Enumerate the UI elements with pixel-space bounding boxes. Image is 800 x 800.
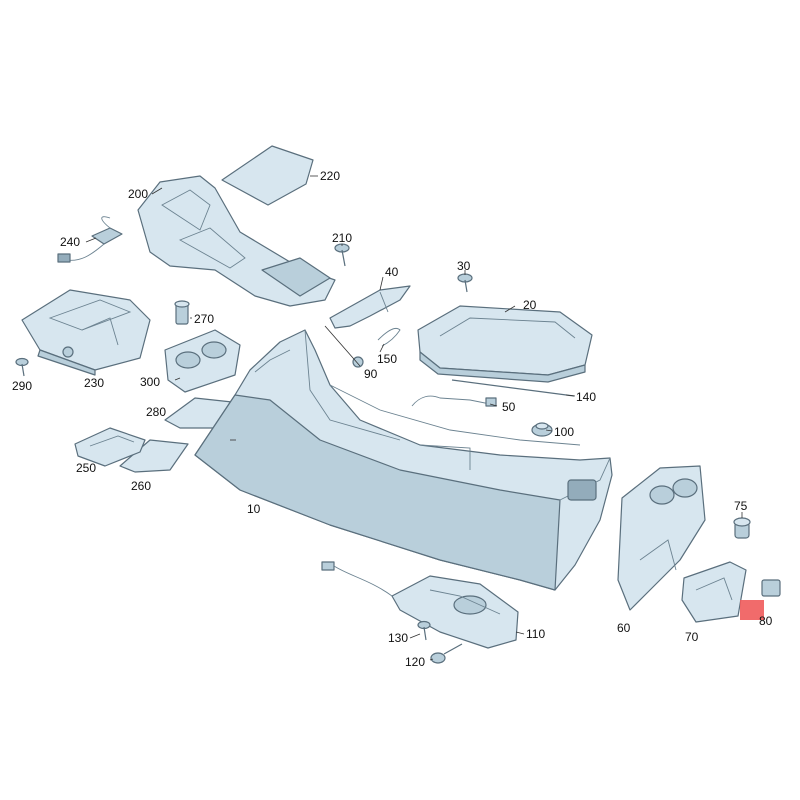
- label-270: 270: [194, 312, 214, 326]
- label-240: 240: [60, 235, 80, 249]
- label-75: 75: [734, 499, 748, 513]
- label-80: 80: [759, 614, 773, 628]
- part-240-cable: [57, 216, 123, 263]
- part-20-armrest-lid: [417, 305, 593, 383]
- label-150: 150: [377, 352, 397, 366]
- label-140: 140: [576, 390, 596, 404]
- label-280: 280: [146, 405, 166, 419]
- label-230: 230: [84, 376, 104, 390]
- leader-lines: [85, 175, 743, 661]
- label-40: 40: [385, 265, 399, 279]
- highlight-marker: [740, 600, 764, 620]
- part-200-trim-bezel: [137, 175, 336, 307]
- part-30-screw: [457, 273, 473, 293]
- label-200: 200: [128, 187, 148, 201]
- part-130-screw: [417, 620, 431, 641]
- part-260-mat: [119, 439, 189, 473]
- part-270-plug: [174, 300, 190, 325]
- label-30: 30: [457, 259, 471, 273]
- label-260: 260: [131, 479, 151, 493]
- part-120-pin: [430, 643, 463, 664]
- label-10: 10: [247, 502, 261, 516]
- label-90: 90: [364, 367, 378, 381]
- part-230-module-box: [21, 289, 151, 376]
- label-100: 100: [554, 425, 574, 439]
- part-110-cable: [321, 561, 393, 597]
- label-110: 110: [526, 627, 545, 641]
- label-20: 20: [523, 298, 537, 312]
- part-70-storage-tray: [681, 561, 747, 623]
- label-130: 130: [388, 631, 408, 645]
- part-50-cable: [411, 395, 497, 407]
- label-60: 60: [617, 621, 631, 635]
- part-75-plug: [733, 517, 751, 539]
- part-300-cupholder-insert: [164, 329, 241, 393]
- part-10-console-body: [194, 329, 613, 591]
- label-210: 210: [332, 231, 352, 245]
- label-220: 220: [320, 169, 340, 183]
- label-300: 300: [140, 375, 160, 389]
- part-150-clip: [377, 328, 401, 347]
- part-labels: 220 200 240 210 40 30 20 270 150 90 290 …: [12, 169, 773, 669]
- label-250: 250: [76, 461, 96, 475]
- part-80-socket: [740, 579, 781, 620]
- label-120: 120: [405, 655, 425, 669]
- part-210-screw: [334, 243, 350, 267]
- part-220-lid-pad: [221, 145, 314, 206]
- label-290: 290: [12, 379, 32, 393]
- part-60-rear-panel: [617, 465, 706, 611]
- part-40-bracket: [329, 285, 411, 329]
- part-140-rod: [451, 379, 575, 397]
- part-250-module: [74, 427, 146, 467]
- part-290-screw: [15, 357, 29, 377]
- label-70: 70: [685, 630, 699, 644]
- label-50: 50: [502, 400, 516, 414]
- part-90-bolt: [352, 356, 364, 368]
- part-110-cupholder: [391, 575, 519, 649]
- part-100-cap: [531, 422, 553, 437]
